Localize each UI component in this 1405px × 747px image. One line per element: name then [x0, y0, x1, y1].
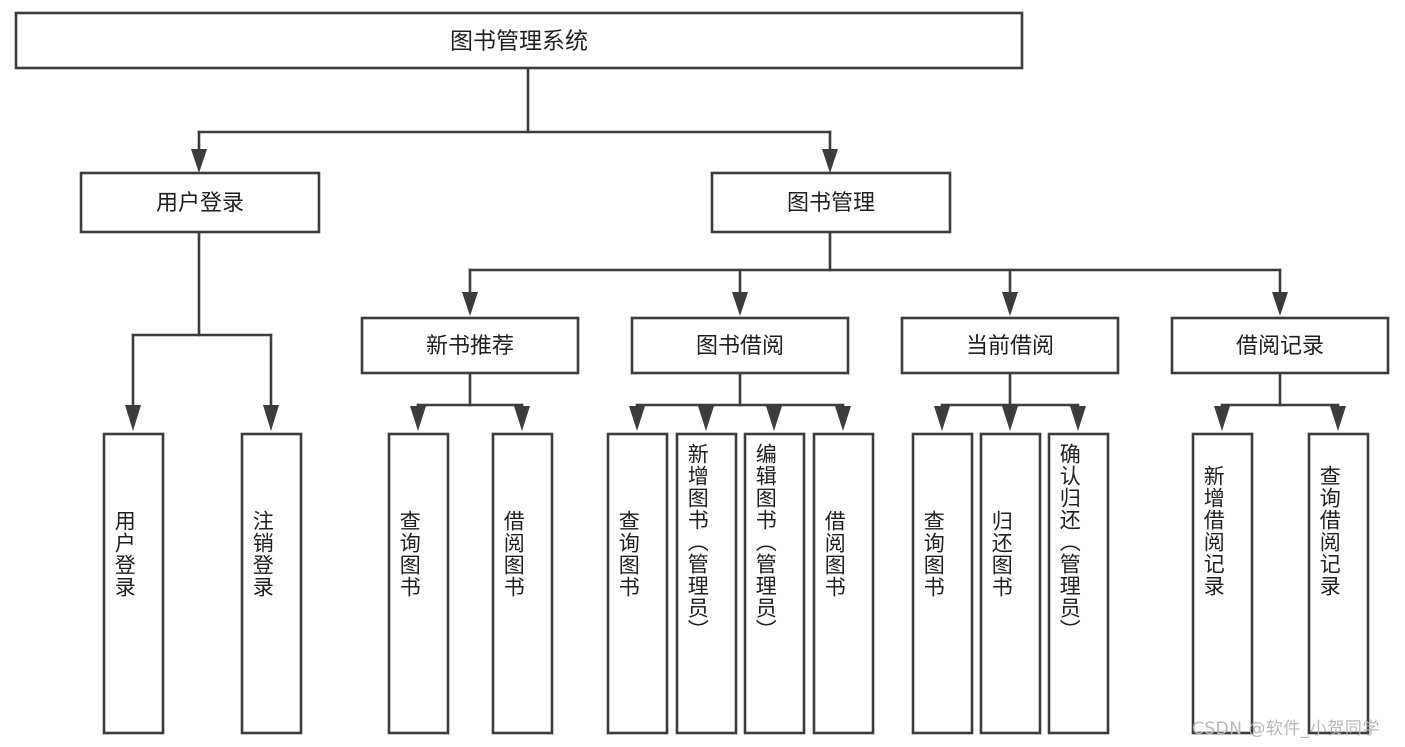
node-current-borrow-box[interactable]: [900, 316, 1120, 375]
connector-group-new-book-recommend: [410, 371, 530, 431]
node-borrow-record-label: 借阅记录: [1236, 334, 1324, 359]
arrow-leaf-query-book-2: [629, 406, 645, 431]
node-leaf-borrow-book-1-box[interactable]: [491, 432, 554, 735]
arrow-to-new-book-recommend: [462, 292, 478, 316]
arrow-leaf-return-book: [1002, 406, 1018, 431]
arrow-leaf-query-book-3: [934, 406, 950, 431]
node-new-book-recommend-label: 新书推荐: [426, 334, 514, 359]
connector-group-book-manage: [462, 230, 1288, 316]
connector-group-borrow-record: [1214, 371, 1346, 431]
arrow-leaf-query-record: [1330, 406, 1346, 431]
arrow-leaf-add-book: [698, 406, 714, 431]
node-book-manage-box[interactable]: [710, 171, 952, 234]
node-user-login[interactable]: 用户登录: [79, 171, 321, 234]
node-leaf-add-record-box[interactable]: [1191, 432, 1254, 735]
connector-group-book-borrow: [629, 371, 851, 431]
connector-group-current-borrow: [934, 371, 1086, 431]
node-new-book-recommend[interactable]: 新书推荐: [360, 316, 580, 375]
node-leaf-confirm-return-box[interactable]: [1047, 432, 1110, 735]
arrow-to-book-manage: [822, 149, 838, 173]
node-leaf-query-book-1-box[interactable]: [387, 432, 450, 735]
arrow-leaf-query-book-1: [410, 406, 426, 431]
arrow-leaf-add-record: [1214, 406, 1230, 431]
node-user-login-box[interactable]: [79, 171, 321, 234]
node-book-borrow[interactable]: 图书借阅: [630, 316, 850, 375]
node-book-manage[interactable]: 图书管理: [710, 171, 952, 234]
arrow-leaf-borrow-book-2: [835, 406, 851, 431]
node-leaf-query-book-3-box[interactable]: [911, 432, 974, 735]
arrow-to-user-login: [191, 149, 207, 173]
node-borrow-record-box[interactable]: [1170, 316, 1390, 375]
node-new-book-recommend-box[interactable]: [360, 316, 580, 375]
arrow-leaf-edit-book: [766, 406, 782, 431]
node-user-login-label: 用户登录: [156, 191, 244, 216]
arrow-leaf-user-login: [125, 405, 141, 431]
arrow-to-current-borrow: [1002, 292, 1018, 316]
node-book-borrow-label: 图书借阅: [696, 334, 784, 359]
csdn-watermark: CSDN @软件_小贺同学: [1192, 719, 1380, 739]
arrow-leaf-confirm-return: [1070, 406, 1086, 431]
node-root[interactable]: 图书管理系统: [14, 11, 1024, 70]
arrow-to-book-borrow: [732, 292, 748, 316]
node-leaf-borrow-book-2-box[interactable]: [812, 432, 875, 735]
node-root-box[interactable]: [14, 11, 1024, 70]
node-leaf-logout-box[interactable]: [240, 432, 303, 735]
node-leaf-return-book-box[interactable]: [979, 432, 1042, 735]
node-book-borrow-box[interactable]: [630, 316, 850, 375]
node-leaf-user-login-box[interactable]: [102, 432, 165, 735]
arrow-leaf-logout: [263, 405, 279, 431]
arrow-leaf-borrow-book-1: [514, 406, 530, 431]
arrow-to-borrow-record: [1272, 292, 1288, 316]
node-leaf-query-record-box[interactable]: [1307, 432, 1370, 735]
node-leaf-query-book-2-box[interactable]: [606, 432, 669, 735]
node-borrow-record[interactable]: 借阅记录: [1170, 316, 1390, 375]
node-current-borrow[interactable]: 当前借阅: [900, 316, 1120, 375]
node-book-manage-label: 图书管理: [787, 191, 875, 216]
node-root-label: 图书管理系统: [450, 29, 588, 55]
node-current-borrow-label: 当前借阅: [966, 334, 1054, 359]
node-leaf-add-book-box[interactable]: [675, 432, 738, 735]
connector-group-user-login: [125, 230, 279, 431]
connector-group-root: [191, 66, 838, 173]
node-leaf-edit-book-box[interactable]: [743, 432, 806, 735]
